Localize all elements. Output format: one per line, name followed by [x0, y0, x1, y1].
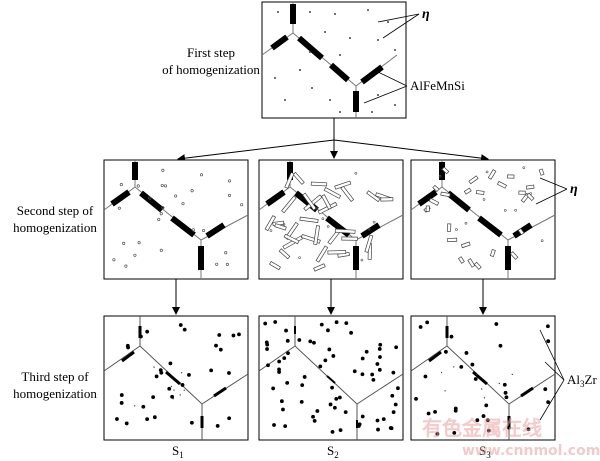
second-step-microstructure: [103, 160, 249, 279]
second-step-microstructure: [410, 160, 556, 279]
third-step-microstructure: [103, 316, 249, 440]
sample-label-s2: S2: [327, 443, 339, 460]
first-step-panel: [261, 1, 407, 119]
alfemnsi-label: AlFeMnSi: [410, 78, 465, 93]
first-step-label-line1: First step: [187, 45, 235, 60]
first-step-label-line2: of homogenization: [162, 62, 260, 77]
second-step-microstructure: [258, 160, 404, 279]
eta-label-second: η: [570, 182, 578, 197]
third-step-panels: [103, 315, 556, 441]
watermark-cn: 有色金属在线: [422, 416, 542, 440]
second-step-panels: [103, 159, 556, 280]
eta-top-leaders: [377, 13, 420, 39]
eta-second-leaders: [535, 177, 568, 205]
sample-label-s1: S1: [172, 443, 184, 460]
second-step-label-line1: Second step of: [17, 203, 94, 218]
sample-label-s3: S3: [479, 443, 491, 460]
watermark-url: www.cnnmol.com: [462, 443, 600, 459]
third-step-microstructure: [410, 316, 556, 440]
arrows-second-to-third: [172, 279, 487, 315]
al3zr-leaders: [539, 329, 565, 421]
arrows-first-to-second: [177, 118, 489, 163]
top-eta-dots: [274, 9, 396, 113]
eta-label-top: η: [422, 7, 430, 22]
alfemnsi-leaders: [363, 71, 408, 104]
third-step-label-line1: Third step of: [21, 369, 89, 384]
second-step-label-line2: homogenization: [13, 220, 97, 235]
third-step-label-line2: homogenization: [13, 386, 97, 401]
third-step-microstructure: [258, 316, 404, 440]
al3zr-label: Al3Zr: [567, 372, 597, 389]
